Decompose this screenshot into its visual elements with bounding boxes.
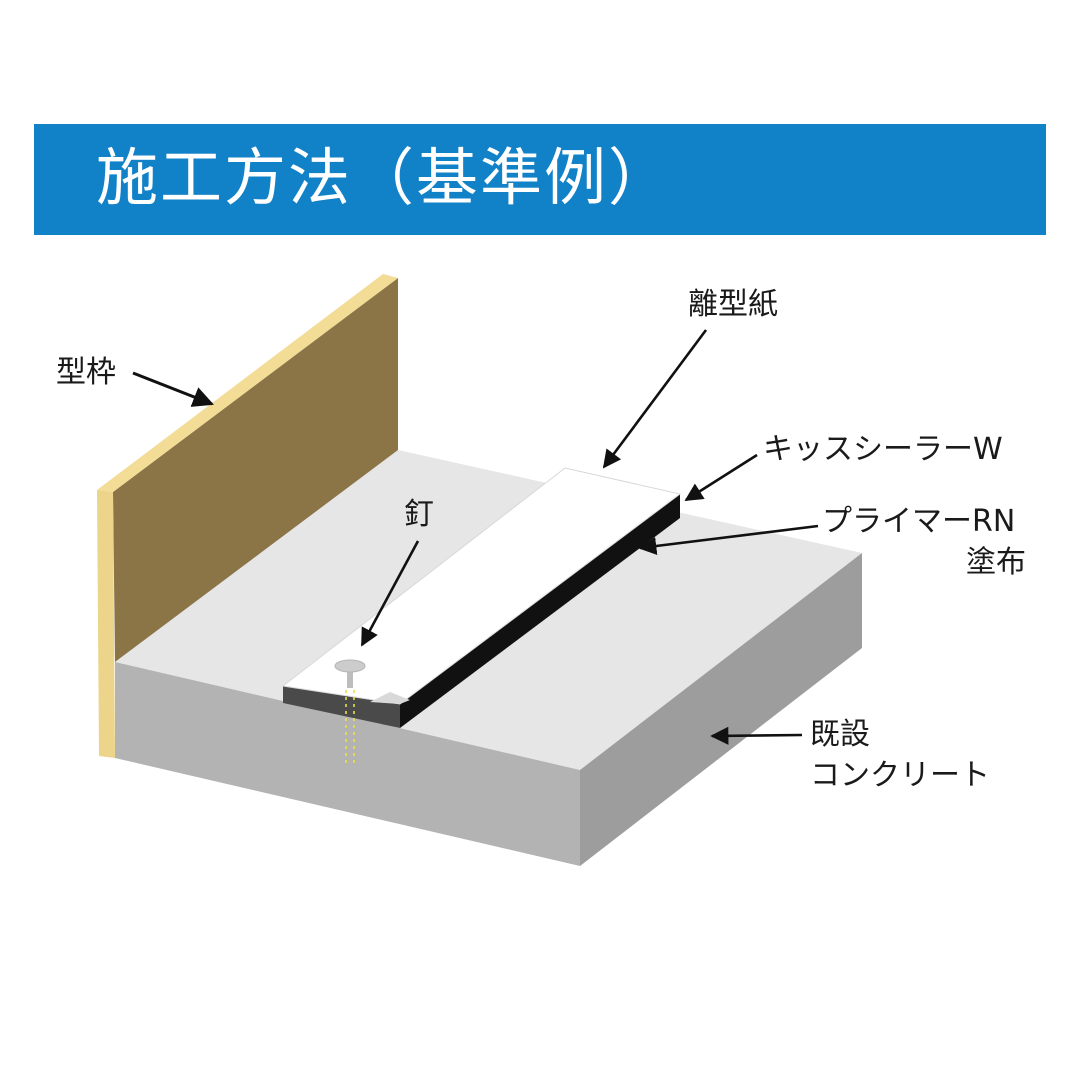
kiss-sealer-strip	[281, 467, 682, 728]
primer-arrow	[638, 524, 819, 556]
label-primer: プライマーRN	[822, 504, 1016, 539]
label-concrete-existing: 既設	[810, 717, 870, 752]
formwork-top-edge	[97, 274, 398, 492]
label-kiss-sealer: キッスシーラーW	[763, 432, 1003, 467]
kiss-sealer-arrow	[684, 453, 758, 502]
label-concrete: コンクリート	[810, 758, 990, 793]
label-primer-apply: 塗布	[966, 545, 1026, 580]
sealer-front-end	[283, 686, 400, 728]
page-title: 施工方法（基準例）	[96, 141, 673, 214]
nail-head	[334, 659, 366, 673]
label-formwork: 型枠	[56, 355, 116, 390]
release-paper-peeled-corner	[370, 692, 410, 704]
title-banner: 施工方法（基準例）	[34, 124, 1046, 235]
formwork-face	[113, 278, 398, 662]
slab-side-face	[580, 553, 862, 866]
nail	[334, 659, 366, 765]
sealer-long-side	[400, 494, 680, 728]
formwork-side-edge	[97, 490, 115, 758]
release-paper	[281, 467, 682, 705]
formwork-arrow	[132, 371, 214, 407]
formwork	[97, 274, 398, 758]
label-release-paper: 離型紙	[688, 287, 778, 322]
nail-arrow	[360, 540, 420, 647]
label-nail: 釘	[404, 497, 434, 532]
concrete-arrow	[710, 726, 803, 745]
release-paper-arrow	[602, 329, 708, 469]
slab-front-face	[115, 662, 580, 866]
